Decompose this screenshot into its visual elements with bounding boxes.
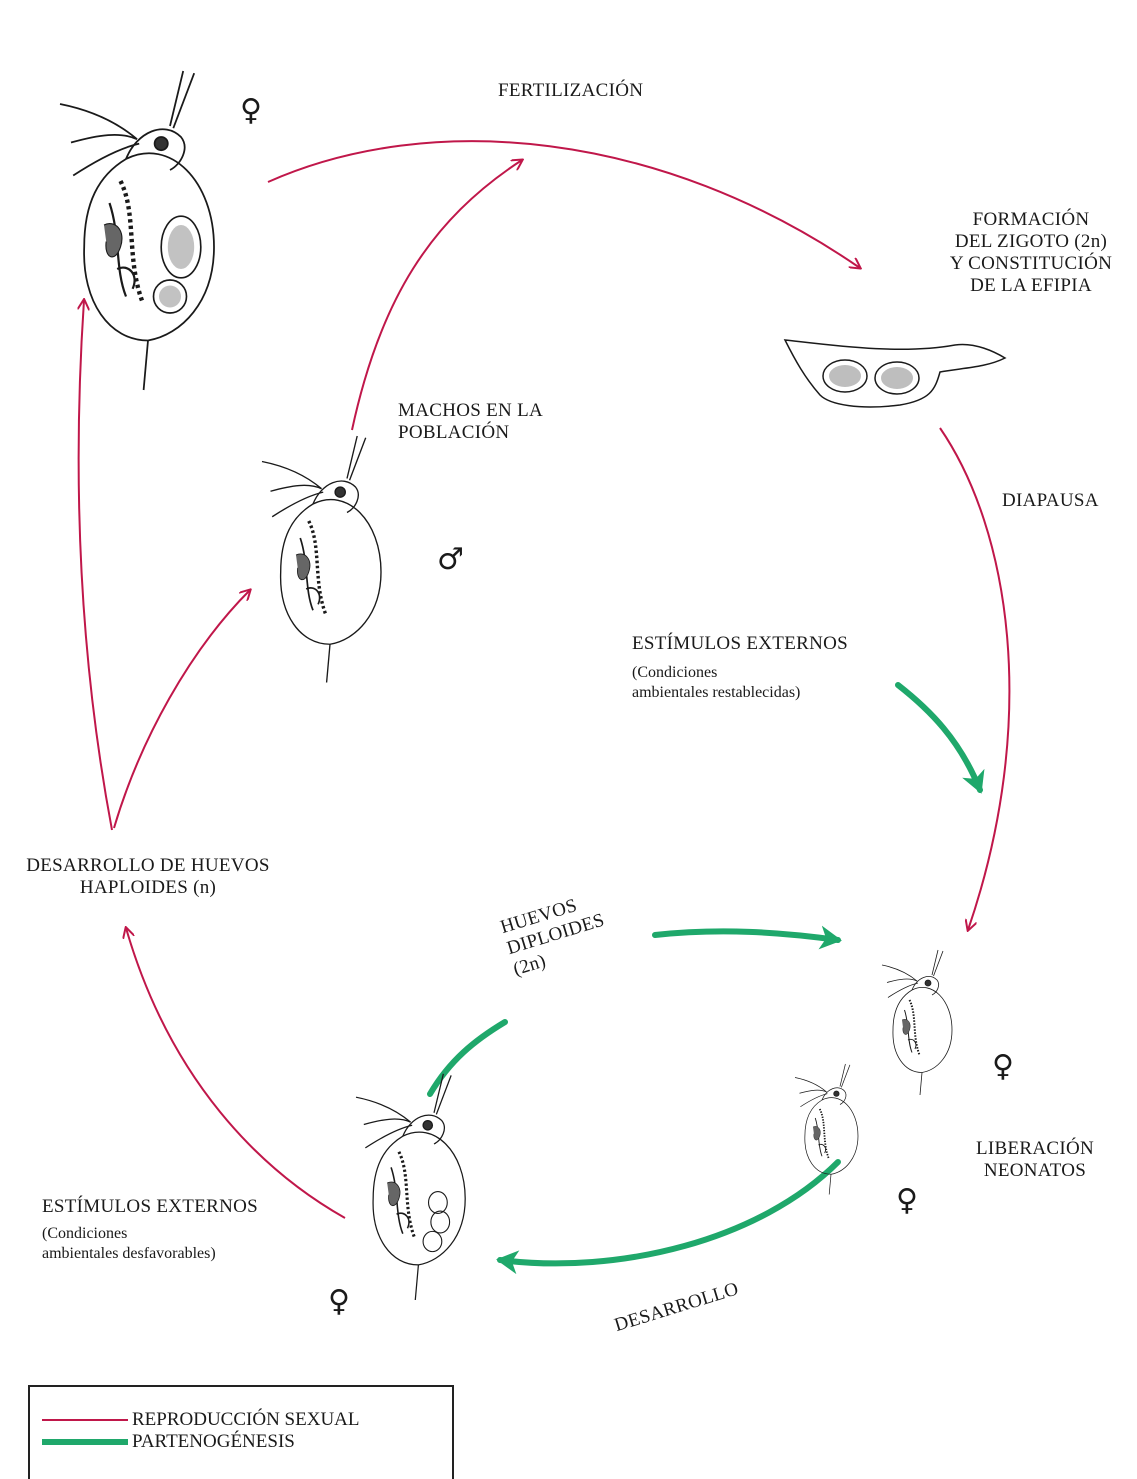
stimuli-bottom-note-2: ambientales desfavorables) <box>42 1244 258 1264</box>
haploid-development-label: DESARROLLO DE HUEVOS HAPLOIDES (n) <box>8 855 288 899</box>
zygote-label-line-1: FORMACIÓN <box>936 209 1126 231</box>
ephippium <box>785 340 1005 407</box>
external-stimuli-restored-label: ESTÍMULOS EXTERNOS (Condiciones ambienta… <box>632 633 848 703</box>
female-symbol-bottom: ♀ <box>328 1287 350 1317</box>
stimuli-bottom-title: ESTÍMULOS EXTERNOS <box>42 1196 258 1218</box>
arrow-haploid-to-female <box>79 300 112 830</box>
haploid-label-line-2: HAPLOIDES (n) <box>8 877 288 899</box>
female-daphnia-top-left <box>60 71 214 390</box>
arrow-haploid-to-male <box>114 590 250 828</box>
male-daphnia <box>262 436 381 683</box>
female-symbol-top: ♀ <box>240 96 262 126</box>
fertilization-label: FERTILIZACIÓN <box>498 80 643 102</box>
zygote-label-line-4: DE LA EFIPIA <box>936 275 1126 297</box>
external-stimuli-unfavorable-label: ESTÍMULOS EXTERNOS (Condiciones ambienta… <box>42 1196 258 1264</box>
female-daphnia-bottom <box>356 1074 465 1300</box>
stimuli-top-note-2: ambientales restablecidas) <box>632 683 848 703</box>
legend-item-sexual: REPRODUCCIÓN SEXUAL <box>42 1409 360 1431</box>
arrow-external-stimuli-restored <box>898 685 980 790</box>
haploid-label-line-1: DESARROLLO DE HUEVOS <box>8 855 288 877</box>
female-symbol-neonate-2: ♀ <box>896 1186 918 1216</box>
neonate-release-label: LIBERACIÓN NEONATOS <box>960 1138 1110 1182</box>
legend-swatch-parthenogenesis <box>42 1437 128 1447</box>
female-symbol-neonate-1: ♀ <box>992 1052 1014 1082</box>
legend: REPRODUCCIÓN SEXUAL PARTENOGÉNESIS <box>28 1385 454 1479</box>
stimuli-bottom-note-1: (Condiciones <box>42 1224 258 1244</box>
legend-label-sexual: REPRODUCCIÓN SEXUAL <box>132 1409 360 1431</box>
stimuli-top-note-1: (Condiciones <box>632 663 848 683</box>
neonate-daphnia-1 <box>882 950 952 1095</box>
males-label-line-1: MACHOS EN LA <box>398 400 543 422</box>
zygote-formation-label: FORMACIÓN DEL ZIGOTO (2n) Y CONSTITUCIÓN… <box>936 209 1126 297</box>
males-label-line-2: POBLACIÓN <box>398 422 543 444</box>
zygote-label-line-3: Y CONSTITUCIÓN <box>936 253 1126 275</box>
legend-item-parthenogenesis: PARTENOGÉNESIS <box>42 1431 295 1453</box>
arrow-to-haploid-development <box>126 928 345 1218</box>
diapause-label: DIAPAUSA <box>1002 490 1099 512</box>
neonate-label-line-1: LIBERACIÓN <box>960 1138 1110 1160</box>
arrow-diploid-eggs-to-neonates <box>655 931 838 940</box>
arrow-development <box>500 1162 838 1263</box>
stimuli-top-title: ESTÍMULOS EXTERNOS <box>632 633 848 655</box>
arrow-diapause <box>940 428 1009 930</box>
male-symbol: ♂ <box>437 545 464 575</box>
legend-swatch-sexual <box>42 1415 128 1425</box>
zygote-label-line-2: DEL ZIGOTO (2n) <box>936 231 1126 253</box>
neonate-label-line-2: NEONATOS <box>960 1160 1110 1182</box>
arrow-fertilization <box>268 141 860 268</box>
arrow-male-to-fertilization <box>352 160 522 430</box>
legend-label-parthenogenesis: PARTENOGÉNESIS <box>132 1431 295 1453</box>
males-label: MACHOS EN LA POBLACIÓN <box>398 400 543 444</box>
